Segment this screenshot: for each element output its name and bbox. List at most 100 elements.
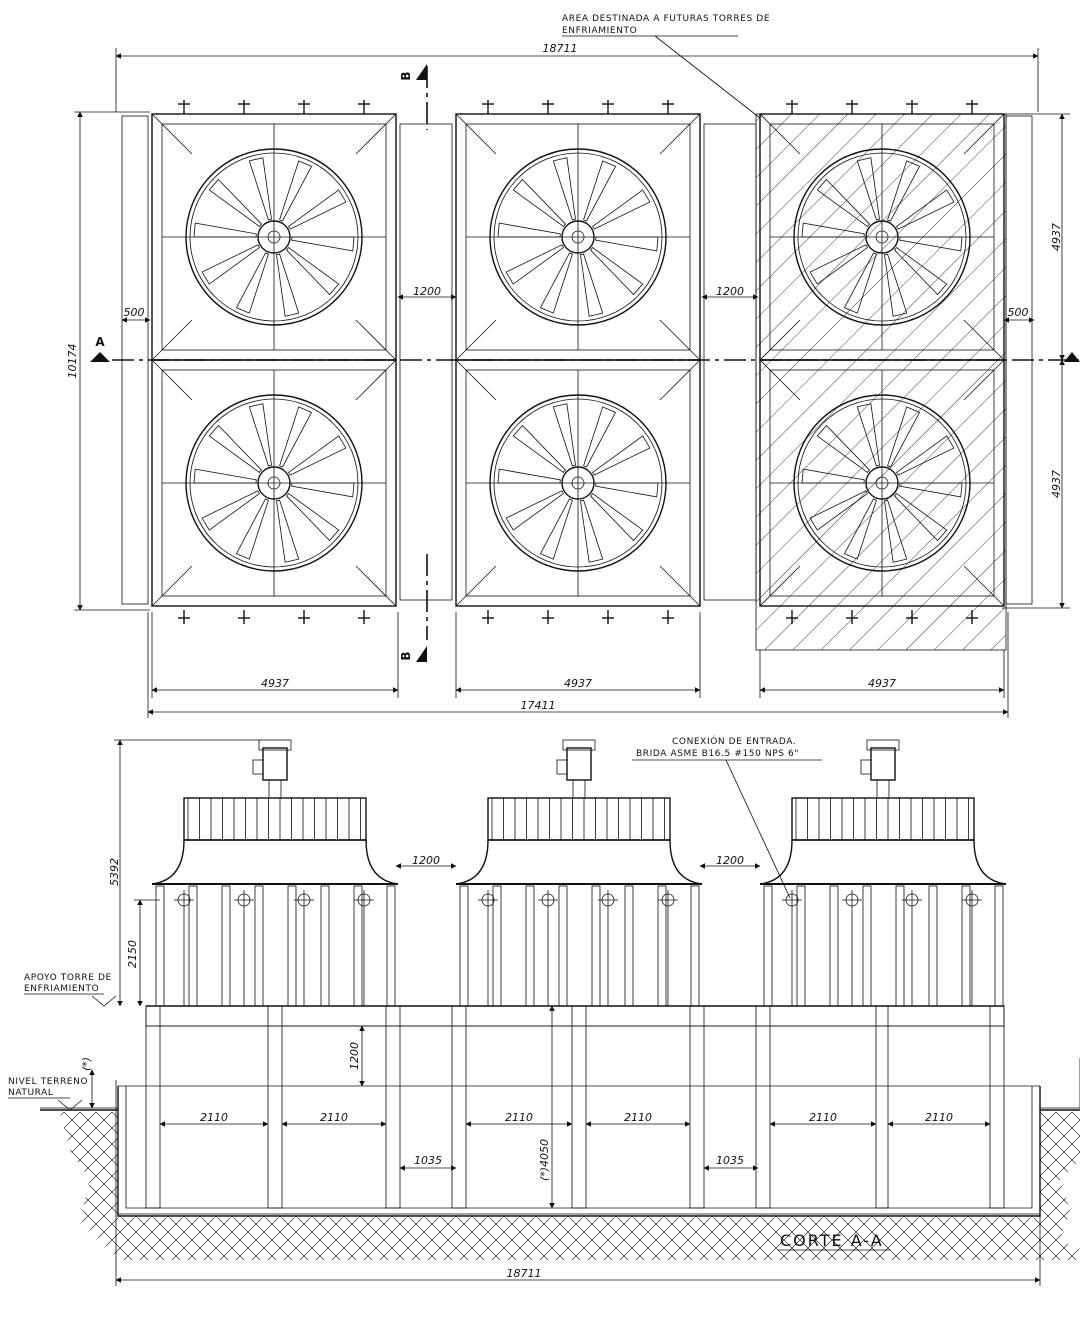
fan-blade <box>884 499 908 563</box>
tower-leg <box>254 885 264 1007</box>
tower-leg <box>525 885 535 1007</box>
fan-hub <box>865 220 899 254</box>
fan-blade <box>505 490 564 531</box>
fan-blade <box>512 178 567 227</box>
fan-blade <box>580 253 604 317</box>
tower-leg <box>690 885 700 1007</box>
fan-hub <box>865 466 899 500</box>
dim-cell-height-top: 4937 <box>1050 223 1063 251</box>
bay-dim-label: 2110 <box>320 1111 348 1124</box>
fan-blade <box>595 482 659 498</box>
fan-blade <box>291 236 355 252</box>
fan-hub <box>561 220 595 254</box>
dim-overall-towers: 17411 <box>521 699 556 712</box>
fan-hub <box>257 466 291 500</box>
motor-icon <box>262 747 288 781</box>
tower-cell <box>759 100 1005 361</box>
fan-blade <box>843 252 877 314</box>
pit-walls <box>145 1005 1005 1209</box>
dim-cell-height-bottom: 4937 <box>1050 470 1063 498</box>
tower-leg <box>155 885 165 1007</box>
tower-elevation <box>151 739 399 1007</box>
fan-blade <box>595 236 659 252</box>
fan-blade <box>193 222 257 238</box>
fan-blade <box>497 468 561 484</box>
fan-blade <box>843 498 877 560</box>
fan-blade <box>899 236 963 252</box>
inlet-note-line1: CONEXIÓN DE ENTRADA. <box>672 735 796 747</box>
fan-blade <box>856 403 880 467</box>
section-title: CORTE A-A <box>780 1231 884 1250</box>
fan-blade <box>201 244 260 285</box>
dim-edge-left: 500 <box>124 306 145 319</box>
fan-blade <box>208 424 263 473</box>
support-note-line2: ENFRIAMIENTO <box>24 984 99 994</box>
tower-leg <box>862 885 872 1007</box>
fan-blade <box>279 406 313 468</box>
fan-blade <box>583 160 617 222</box>
bay-dim-label: 2110 <box>809 1111 837 1124</box>
dim-cell-width-1: 4937 <box>261 677 289 690</box>
fan-blade <box>592 435 651 476</box>
dim-total-width: 18711 <box>543 42 578 55</box>
tower-leg <box>657 885 667 1007</box>
fan-blade <box>279 160 313 222</box>
fan-blade <box>887 406 921 468</box>
dim-cell-width-2: 4937 <box>564 677 592 690</box>
wall-column <box>145 1005 161 1209</box>
fan-blade <box>285 247 340 296</box>
bay-dim-label: 2110 <box>624 1111 652 1124</box>
fan-blade <box>552 403 576 467</box>
dim-cell-width-3: 4937 <box>868 677 896 690</box>
dim-pit-upper: 1200 <box>348 1042 361 1070</box>
wall-column <box>451 1005 467 1209</box>
support-note-line1: APOYO TORRE DE <box>24 973 112 983</box>
tower-leg <box>994 885 1004 1007</box>
fan-blade <box>893 247 948 296</box>
fan-icon <box>489 148 667 326</box>
bay-dim-label: 2110 <box>200 1111 228 1124</box>
ground-note-line1: NIVEL TERRENO <box>8 1077 88 1087</box>
fan-blade <box>235 498 269 560</box>
tower-leg <box>353 885 363 1007</box>
wall-column <box>571 1005 587 1209</box>
tower-leg <box>928 885 938 1007</box>
fan-icon <box>793 148 971 326</box>
tower-leg <box>895 885 905 1007</box>
fan-blade <box>887 160 921 222</box>
fan-blade <box>248 403 272 467</box>
tower-cells <box>151 100 1005 624</box>
tower-cell <box>151 359 397 624</box>
fan-blade <box>592 189 651 230</box>
tower-leg <box>320 885 330 1007</box>
fan-blade <box>816 178 871 227</box>
fan-blade <box>276 499 300 563</box>
tower-casing <box>151 839 399 885</box>
fan-blade <box>539 252 573 314</box>
fan-blade <box>288 189 347 230</box>
dim-height-legs: 2150 <box>126 940 139 968</box>
fan-blade <box>580 499 604 563</box>
fan-blade <box>893 493 948 542</box>
fan-hub <box>561 466 595 500</box>
tower-leg <box>287 885 297 1007</box>
fan-blade <box>276 253 300 317</box>
motor-icon <box>870 747 896 781</box>
fan-blade <box>801 222 865 238</box>
fan-blade <box>884 253 908 317</box>
tower-casing <box>759 839 1007 885</box>
dim-elev-total: 18711 <box>507 1267 542 1280</box>
fan-icon <box>185 148 363 326</box>
tower-leg <box>796 885 806 1007</box>
dim-between-2: 1035 <box>716 1154 744 1167</box>
tower-leg <box>591 885 601 1007</box>
fan-blade <box>896 189 955 230</box>
fan-blade <box>235 252 269 314</box>
tower-cell <box>455 359 701 624</box>
dim-edge-right: 500 <box>1008 306 1029 319</box>
fan-blade <box>539 498 573 560</box>
fan-blade <box>208 178 263 227</box>
fan-blade <box>288 435 347 476</box>
